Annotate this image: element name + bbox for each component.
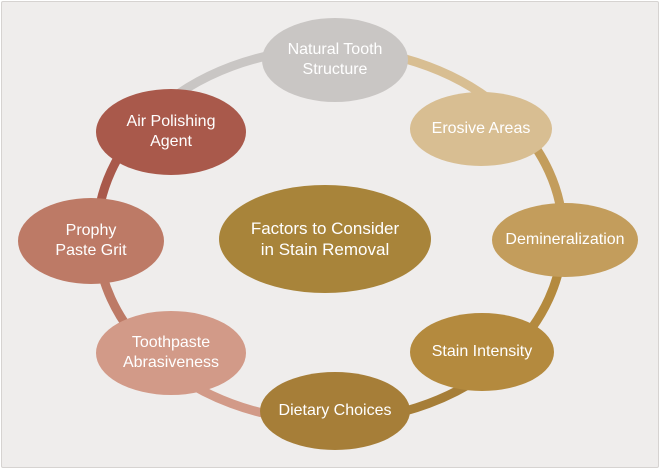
node-label-demineralization: Demineralization <box>505 231 625 248</box>
node-stain-intensity: Stain Intensity <box>410 313 554 391</box>
center-node: Factors to Consider in Stain Removal <box>219 185 431 293</box>
node-label-dietary-choices: Dietary Choices <box>278 402 392 419</box>
node-toothpaste-abrasiveness: Toothpaste Abrasiveness <box>96 311 246 395</box>
node-label-erosive-areas: Erosive Areas <box>431 120 531 137</box>
node-label-stain-intensity: Stain Intensity <box>431 343 533 360</box>
node-demineralization: Demineralization <box>492 203 638 277</box>
node-dietary-choices: Dietary Choices <box>260 372 410 450</box>
node-erosive-areas: Erosive Areas <box>410 92 552 166</box>
node-natural-tooth-structure: Natural Tooth Structure <box>262 18 408 102</box>
node-label-toothpaste-abrasiveness: Toothpaste Abrasiveness <box>122 334 220 371</box>
node-label-air-polishing-agent: Air Polishing Agent <box>126 113 216 150</box>
node-label-natural-tooth-structure: Natural Tooth Structure <box>287 41 383 78</box>
node-label-prophy-paste-grit: Prophy Paste Grit <box>55 222 127 259</box>
center-label: Factors to Consider in Stain Removal <box>250 219 400 259</box>
node-air-polishing-agent: Air Polishing Agent <box>96 89 246 175</box>
node-prophy-paste-grit: Prophy Paste Grit <box>18 198 164 284</box>
